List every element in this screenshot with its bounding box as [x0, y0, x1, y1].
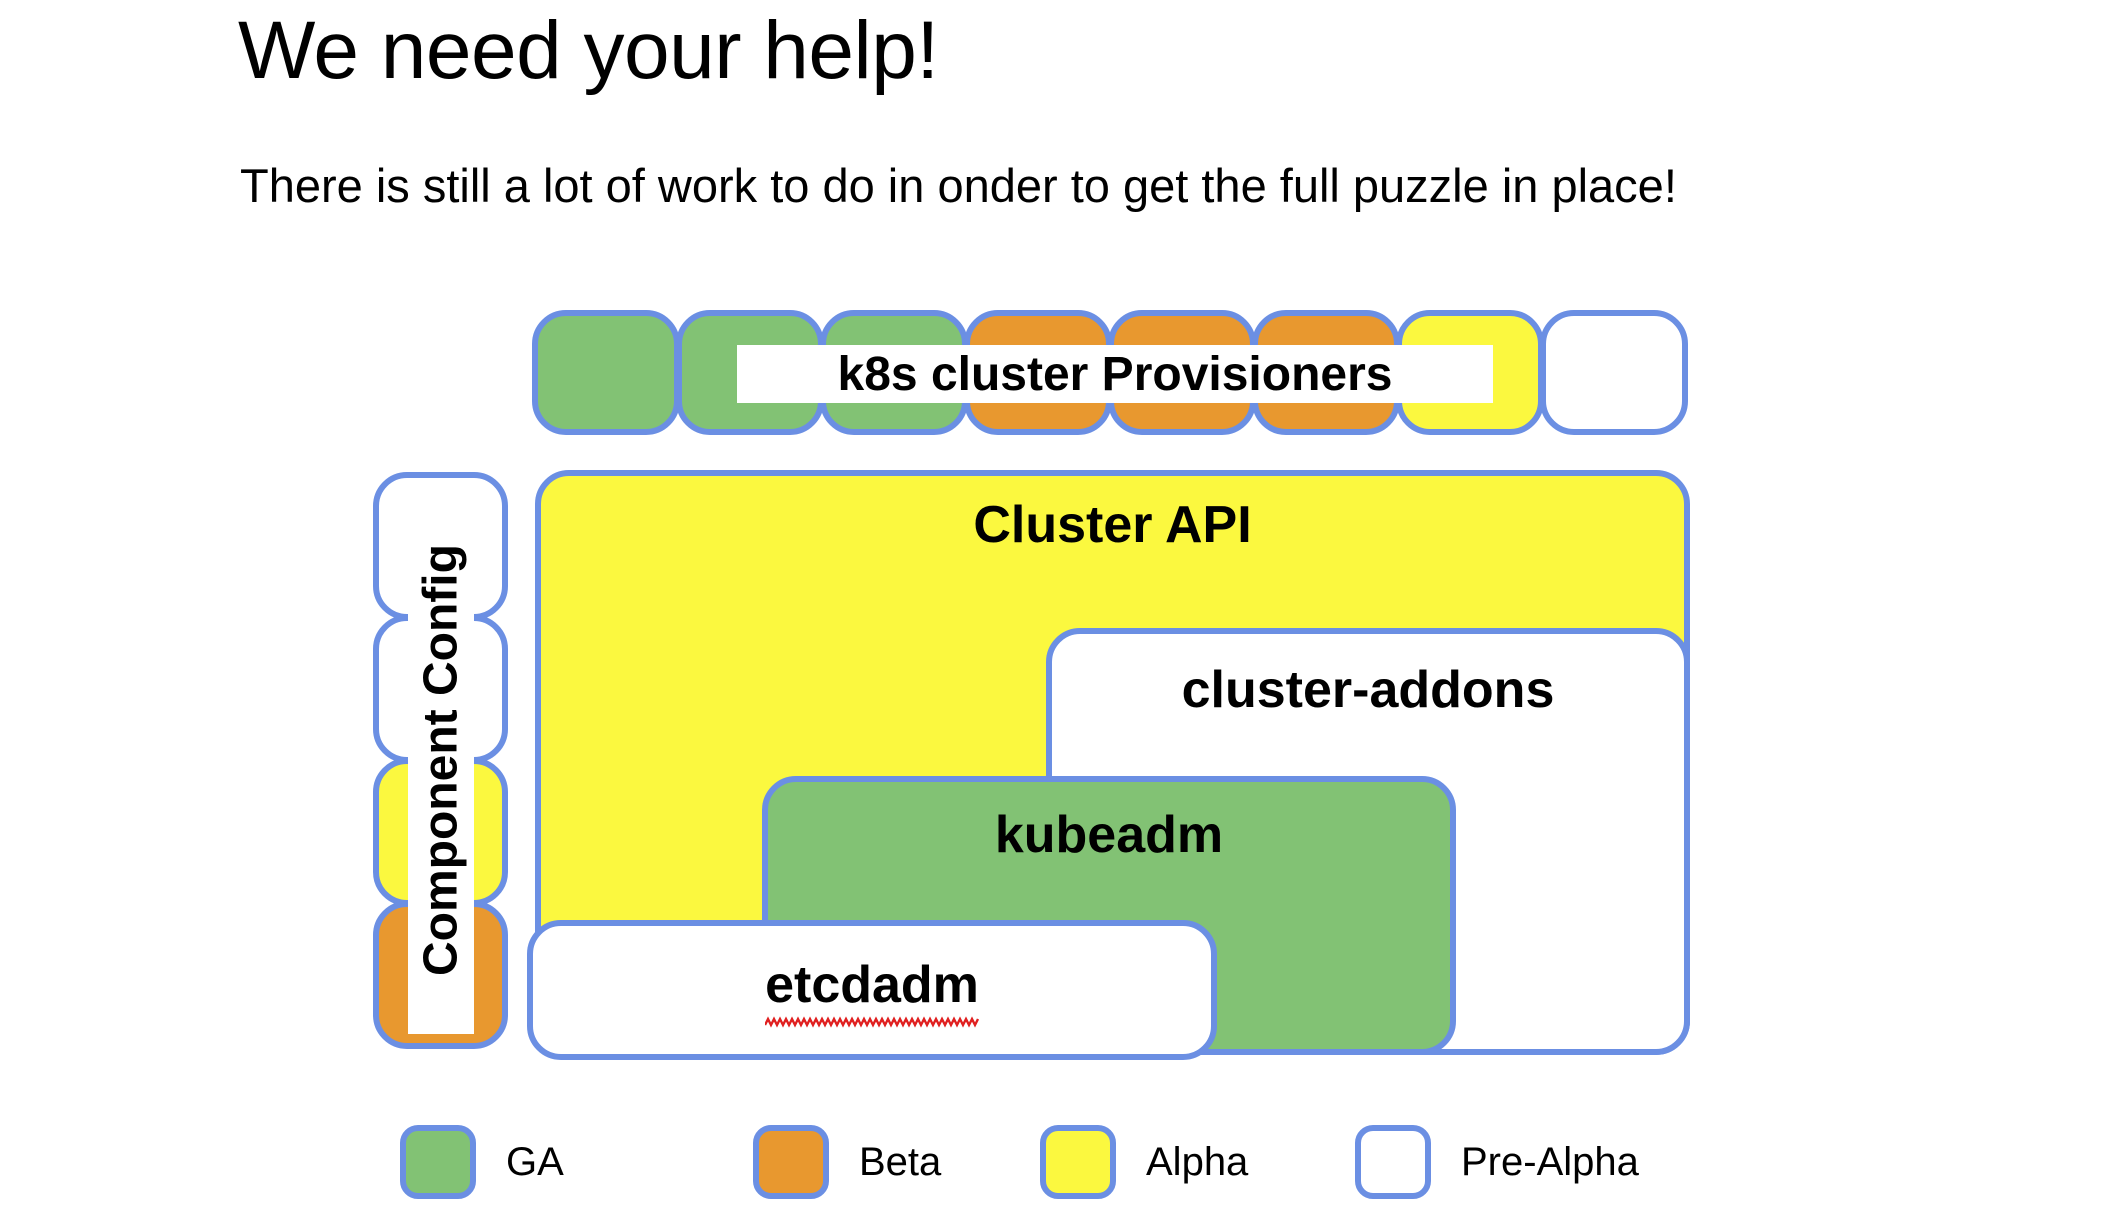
legend-swatch-beta — [753, 1125, 829, 1199]
legend-swatch-alpha — [1040, 1125, 1116, 1199]
provisioner-cell-8[interactable] — [1540, 310, 1688, 435]
node-etcdadm-label: etcdadm — [765, 956, 979, 1014]
node-etcdadm[interactable] — [527, 920, 1217, 1060]
legend-label-pre-alpha: Pre-Alpha — [1461, 1139, 1639, 1184]
page-title: We need your help! — [238, 5, 939, 96]
legend-label-beta: Beta — [859, 1139, 942, 1184]
legend-item-pre-alpha: Pre-Alpha — [1355, 1122, 1639, 1202]
node-kubeadm-label: kubeadm — [994, 806, 1224, 864]
legend-item-ga: GA — [400, 1122, 564, 1202]
node-cluster-addons-label: cluster-addons — [1181, 661, 1555, 719]
legend-label-ga: GA — [506, 1139, 564, 1184]
component-config-label: Component Config — [408, 487, 474, 1034]
page-subtitle: There is still a lot of work to do in on… — [240, 159, 1677, 212]
node-cluster-api-label: Cluster API — [973, 496, 1252, 554]
legend: GA Beta Alpha Pre-Alpha — [400, 1122, 1730, 1202]
legend-swatch-pre-alpha — [1355, 1125, 1431, 1199]
legend-swatch-ga — [400, 1125, 476, 1199]
legend-item-beta: Beta — [753, 1122, 941, 1202]
provisioners-row-label: k8s cluster Provisioners — [737, 345, 1493, 403]
legend-item-alpha: Alpha — [1040, 1122, 1248, 1202]
legend-label-alpha: Alpha — [1146, 1139, 1249, 1184]
provisioner-cell-1[interactable] — [532, 310, 680, 435]
